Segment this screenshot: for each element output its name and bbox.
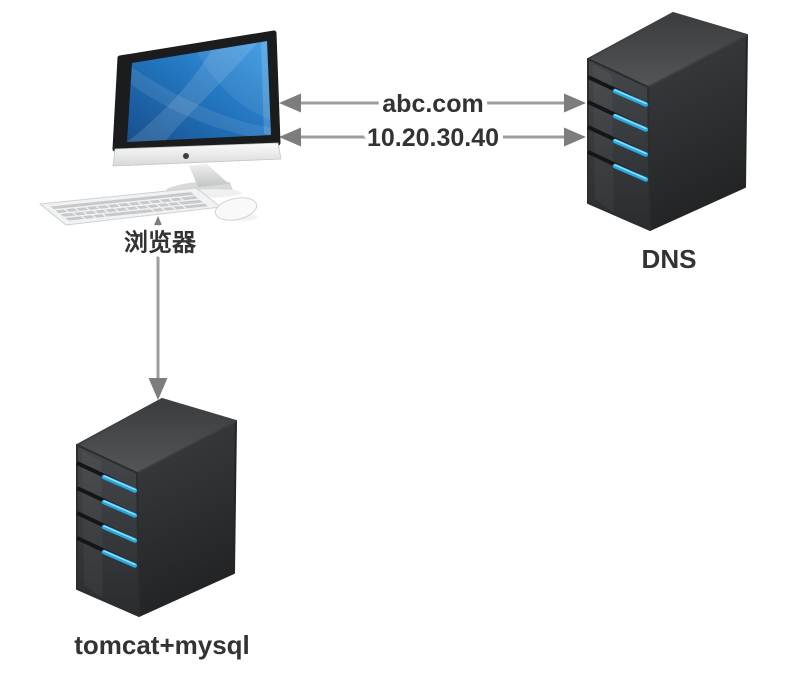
screen-gloss — [261, 41, 271, 135]
arrowhead-left-icon — [279, 93, 301, 113]
arrowhead-left-icon — [279, 127, 301, 147]
screen-wallpaper-swooshes — [127, 41, 271, 142]
arrowhead-right-icon — [564, 93, 586, 113]
swoosh-shape — [128, 66, 271, 140]
node-label-browser: 浏览器 — [124, 229, 197, 257]
imac-screen — [127, 41, 271, 142]
imac-computer-icon — [39, 30, 282, 226]
apple-logo-icon — [183, 153, 189, 159]
arrowhead-up-icon — [148, 216, 168, 238]
app-server-icon — [77, 399, 236, 616]
edge-browser-to-app — [148, 216, 168, 400]
swoosh-shape — [190, 41, 271, 120]
node-label-app-server: tomcat+mysql — [74, 630, 250, 660]
imac-chin — [112, 142, 282, 167]
edge-domain-lookup — [279, 93, 586, 113]
edge-label-ip: 10.20.30.40 — [367, 124, 499, 152]
mouse-icon — [214, 197, 258, 221]
imac-stand-neck — [189, 164, 229, 187]
swoosh-shape — [127, 41, 262, 142]
edge-ip-response — [279, 127, 586, 147]
keyboard-icon — [39, 187, 222, 226]
node-label-dns: DNS — [642, 244, 697, 274]
arrowhead-right-icon — [564, 127, 586, 147]
arrowhead-down-icon — [148, 378, 168, 400]
mouse-body — [214, 197, 258, 221]
keyboard-keys — [50, 192, 209, 221]
dns-server-icon — [588, 13, 747, 230]
edge-label-domain: abc.com — [382, 90, 483, 118]
